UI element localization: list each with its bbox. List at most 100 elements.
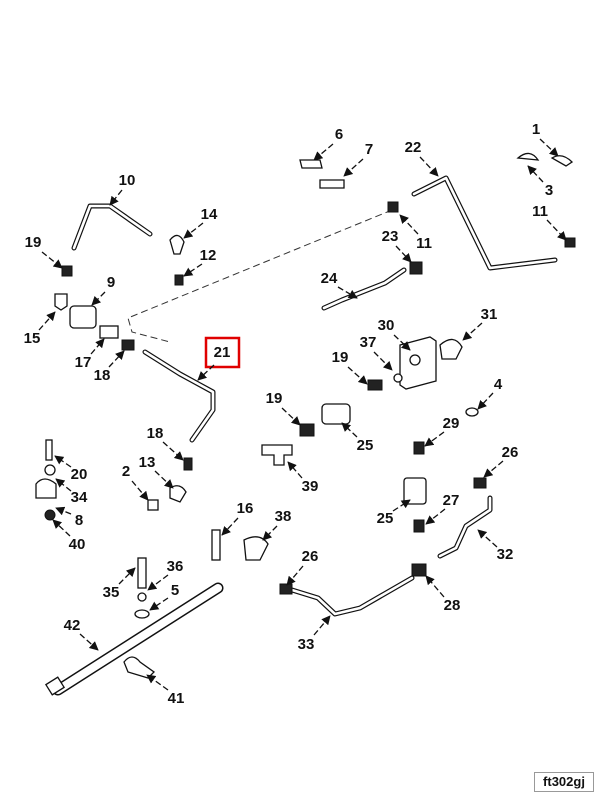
leader-arrow-11 <box>399 214 419 235</box>
callout-36[interactable]: 36 <box>167 558 184 575</box>
callout-3[interactable]: 3 <box>545 182 553 199</box>
leader-arrow-19 <box>281 407 301 426</box>
callout-29[interactable]: 29 <box>443 415 460 432</box>
tube-32 <box>437 495 493 559</box>
callout-11[interactable]: 11 <box>416 235 432 252</box>
callout-11[interactable]: 11 <box>532 203 548 220</box>
callout-28[interactable]: 28 <box>444 597 461 614</box>
part-6 <box>299 159 323 169</box>
leader-arrow-21 <box>197 364 215 381</box>
callout-10[interactable]: 10 <box>119 172 136 189</box>
clamp-41 <box>123 656 156 679</box>
callout-32[interactable]: 32 <box>497 546 514 563</box>
leader-arrow-40 <box>52 519 71 537</box>
callout-13[interactable]: 13 <box>139 454 156 471</box>
callout-1[interactable]: 1 <box>532 121 540 138</box>
tube-33 <box>289 575 415 617</box>
callout-5[interactable]: 5 <box>171 582 179 599</box>
callout-18[interactable]: 18 <box>147 425 164 442</box>
elbow-14 <box>169 234 185 255</box>
leader-arrow-39 <box>287 461 303 479</box>
callout-35[interactable]: 35 <box>103 584 120 601</box>
leader-arrow-23 <box>395 245 412 263</box>
tee-39 <box>261 444 293 466</box>
callout-15[interactable]: 15 <box>24 330 41 347</box>
callout-16[interactable]: 16 <box>237 500 254 517</box>
callout-6[interactable]: 6 <box>335 126 343 143</box>
callout-25[interactable]: 25 <box>357 437 374 454</box>
fitting-18 <box>121 339 135 351</box>
parts <box>35 152 576 679</box>
leader-arrow-37 <box>373 351 393 371</box>
fitting-12 <box>174 274 184 286</box>
leader-arrow-1 <box>539 138 559 157</box>
o-ring-37 <box>393 373 403 383</box>
callout-23[interactable]: 23 <box>382 228 399 245</box>
leader-arrow-7 <box>343 158 364 177</box>
port-30 <box>409 354 421 366</box>
callout-14[interactable]: 14 <box>201 206 218 223</box>
callout-31[interactable]: 31 <box>481 306 498 323</box>
elbow-15 <box>54 293 68 311</box>
leader-arrow-16 <box>221 517 239 536</box>
elbow-38 <box>243 536 269 561</box>
callout-22[interactable]: 22 <box>405 139 422 156</box>
tube-24 <box>321 267 407 311</box>
callout-2[interactable]: 2 <box>122 463 130 480</box>
callout-20[interactable]: 20 <box>71 466 88 483</box>
fitting-17 <box>99 325 119 339</box>
fitting-23 <box>409 261 423 275</box>
washer-4 <box>465 407 479 417</box>
callout-34[interactable]: 34 <box>71 489 88 506</box>
leader-arrow-2 <box>131 480 149 501</box>
leader-arrow-17 <box>90 338 105 355</box>
reference-dashed-line <box>127 209 393 343</box>
callout-9[interactable]: 9 <box>107 274 115 291</box>
leader-arrow-25 <box>392 499 411 512</box>
callout-25[interactable]: 25 <box>377 510 394 527</box>
callout-39[interactable]: 39 <box>302 478 319 495</box>
fitting-26-upper <box>473 477 487 489</box>
callout-21[interactable]: 21 <box>214 344 231 361</box>
callout-4[interactable]: 4 <box>494 376 503 393</box>
callout-33[interactable]: 33 <box>298 636 315 653</box>
callout-41[interactable]: 41 <box>168 690 185 707</box>
fitting-18-lower <box>183 457 193 471</box>
callout-38[interactable]: 38 <box>275 508 292 525</box>
callout-7[interactable]: 7 <box>365 141 373 158</box>
leader-arrow-36 <box>147 574 169 591</box>
callout-27[interactable]: 27 <box>443 492 460 509</box>
leader-arrow-6 <box>313 143 334 161</box>
callout-19[interactable]: 19 <box>25 234 42 251</box>
leader-arrow-13 <box>154 470 174 489</box>
bolt-16 <box>211 529 221 561</box>
callout-12[interactable]: 12 <box>200 247 217 264</box>
leader-arrow-35 <box>118 567 136 585</box>
leader-arrow-15 <box>38 311 56 331</box>
fitting-11-right <box>564 237 576 248</box>
callout-8[interactable]: 8 <box>75 512 83 529</box>
elbow-31 <box>439 338 463 360</box>
bolt-35 <box>137 557 147 589</box>
cap-2 <box>147 499 159 511</box>
callout-18[interactable]: 18 <box>94 367 111 384</box>
callout-26[interactable]: 26 <box>502 444 519 461</box>
callout-24[interactable]: 24 <box>321 270 338 287</box>
leader-arrow-41 <box>146 674 169 691</box>
leader-arrow-9 <box>91 291 106 306</box>
leader-arrow-18 <box>108 350 125 368</box>
callout-30[interactable]: 30 <box>378 317 395 334</box>
callout-42[interactable]: 42 <box>64 617 81 634</box>
leader-arrow-24 <box>337 286 358 299</box>
tube-22 <box>411 175 558 271</box>
callout-26[interactable]: 26 <box>302 548 319 565</box>
callout-17[interactable]: 17 <box>75 354 92 371</box>
leader-arrow-19 <box>41 251 63 269</box>
callout-19[interactable]: 19 <box>266 390 283 407</box>
callout-40[interactable]: 40 <box>69 536 86 553</box>
leader-arrow-10 <box>109 189 123 206</box>
callout-19[interactable]: 19 <box>332 349 349 366</box>
callout-37[interactable]: 37 <box>360 334 377 351</box>
fitting-19-lower <box>299 423 315 437</box>
